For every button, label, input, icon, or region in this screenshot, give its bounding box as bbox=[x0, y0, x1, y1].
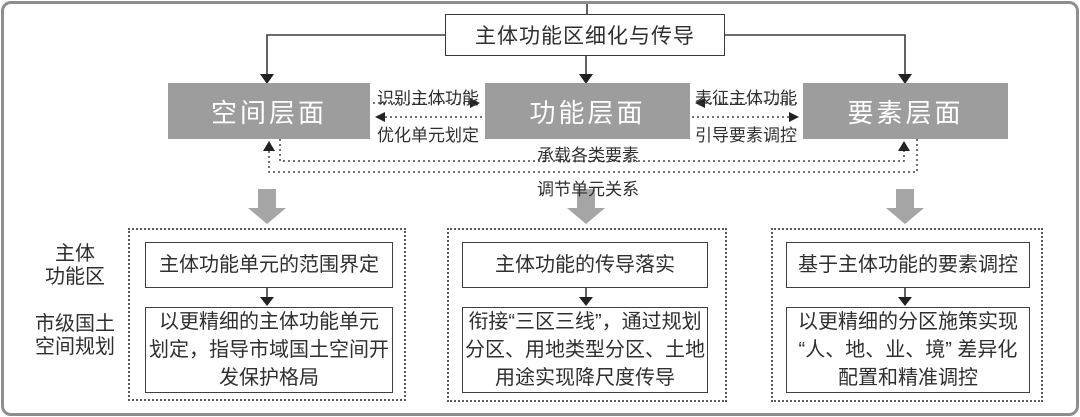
arrowhead-right-guide bbox=[789, 112, 799, 122]
label-carry-elements: 承载各类要素 bbox=[537, 146, 639, 165]
title-to-spatial-line bbox=[266, 34, 445, 75]
column3-bottom-box: 以更精细的分区施策实现 “人、地、业、境” 差异化 配置和精准调控 bbox=[786, 307, 1030, 393]
arrowhead-down-function bbox=[579, 74, 593, 84]
label-guide-elements: 引导要素调控 bbox=[695, 126, 797, 145]
row-label-main-functional-zone: 主体 功能区 bbox=[45, 243, 105, 288]
column1-top-box: 主体功能单元的范围界定 bbox=[145, 242, 393, 288]
row-label-municipal-planning: 市级国土 空间规划 bbox=[35, 313, 115, 358]
column2-bottom-box: 衔接“三区三线”，通过规划 分区、用地类型分区、土地 用途实现降尺度传导 bbox=[462, 307, 708, 393]
column2-top-box: 主体功能的传导落实 bbox=[462, 242, 708, 288]
title-box: 主体功能区细化与传导 bbox=[445, 14, 725, 56]
arrowhead-col2 bbox=[579, 297, 593, 306]
arrowhead-left-optimize bbox=[375, 112, 385, 122]
column2-dashed-container bbox=[447, 228, 727, 402]
column1-dashed-container bbox=[128, 228, 406, 401]
column3-dashed-container bbox=[771, 228, 1043, 402]
arrowhead-col1 bbox=[260, 297, 274, 306]
block-down-arrow-middle bbox=[567, 189, 605, 224]
arrowhead-down-element bbox=[898, 74, 912, 84]
carry-elements-line bbox=[279, 139, 905, 162]
label-adjust-units: 调节单元关系 bbox=[537, 180, 639, 199]
block-down-arrow-right bbox=[886, 189, 924, 224]
layer-box-spatial: 空间层面 bbox=[168, 83, 370, 139]
title-to-element-line bbox=[725, 34, 906, 75]
block-down-arrow-left bbox=[248, 189, 286, 224]
column1-bottom-box: 以更精细的主体功能单元 划定，指导市域国土空间开 发保护格局 bbox=[145, 307, 393, 393]
arrowhead-down-spatial bbox=[260, 74, 274, 84]
arrowhead-up-spatial bbox=[263, 141, 275, 151]
layer-box-element: 要素层面 bbox=[803, 83, 1008, 139]
label-identify-function: 识别主体功能 bbox=[377, 89, 479, 108]
label-represent-function: 表征主体功能 bbox=[695, 89, 797, 108]
column3-top-box: 基于主体功能的要素调控 bbox=[786, 242, 1030, 288]
arrowhead-col3 bbox=[898, 297, 912, 306]
arrowhead-left-represent bbox=[695, 98, 705, 108]
arrowhead-up-element bbox=[898, 141, 910, 151]
layer-box-function: 功能层面 bbox=[485, 83, 690, 139]
label-optimize-units: 优化单元划定 bbox=[377, 126, 479, 145]
arrowhead-right-identify bbox=[470, 98, 480, 108]
adjust-units-line bbox=[268, 139, 918, 173]
